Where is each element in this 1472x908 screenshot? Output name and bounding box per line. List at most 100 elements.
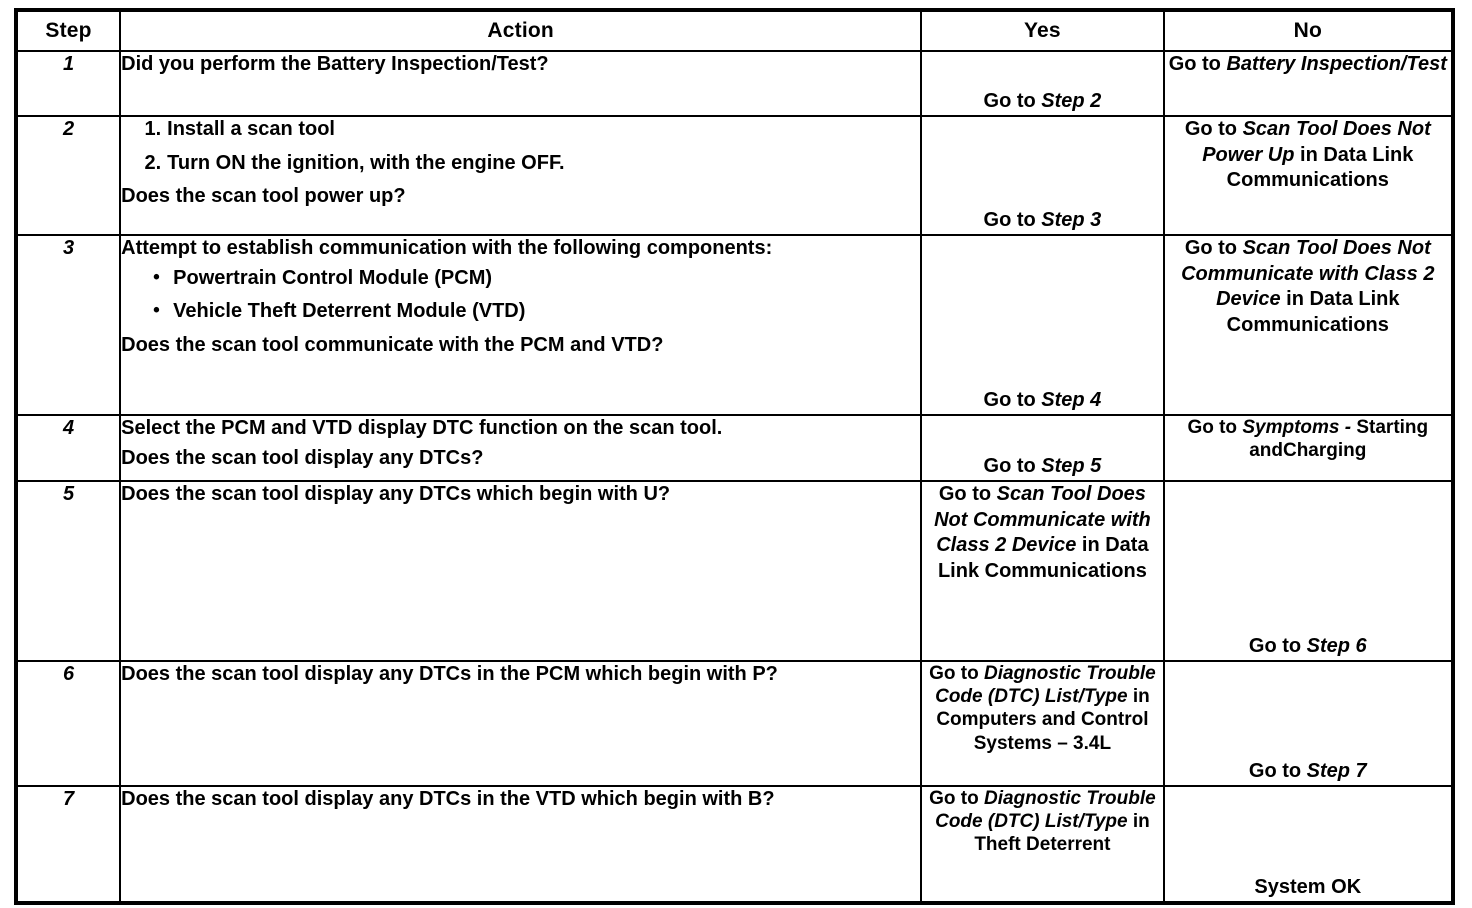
- answer-suffix: in Theft Deterrent: [974, 811, 1150, 856]
- column-header-yes: Yes: [920, 9, 1165, 52]
- action-question-text: Does the scan tool display any DTCs?: [121, 446, 484, 469]
- step-number: 7: [63, 788, 75, 810]
- action-lead-text: Attempt to establish communication with …: [121, 237, 773, 259]
- action-cell: Does the scan tool display any DTCs whic…: [119, 480, 923, 662]
- step-number: 5: [63, 483, 75, 505]
- diagnostic-procedure-table: Step Action Yes No 1 Did you perform the …: [14, 8, 1455, 905]
- step-number-cell: 1: [14, 50, 122, 117]
- yes-answer-text: Go to Step 2: [922, 89, 1162, 115]
- no-answer-text: Go to Step 7: [1165, 759, 1451, 785]
- table-row: 4 Select the PCM and VTD display DTC func…: [14, 414, 1455, 482]
- action-list-item: Install a scan tool: [139, 117, 335, 142]
- column-header-step: Step: [14, 9, 122, 52]
- answer-reference: Scan Tool Does Not Power Up: [1202, 118, 1431, 166]
- action-lead-text: Does the scan tool display any DTCs in t…: [121, 788, 775, 810]
- no-answer-cell: Go to Scan Tool Does Not Communicate wit…: [1162, 234, 1455, 416]
- answer-reference: Step 6: [1306, 635, 1367, 658]
- answer-suffix: System OK: [1254, 876, 1362, 899]
- answer-reference: Diagnostic Trouble Code (DTC) List/Type: [935, 788, 1156, 833]
- step-number-cell: 5: [14, 480, 122, 662]
- table-row: 5 Does the scan tool display any DTCs whi…: [14, 480, 1455, 662]
- no-answer-text: Go to Step 6: [1165, 634, 1451, 660]
- no-answer-text: System OK: [1165, 875, 1451, 901]
- answer-reference: Step 3: [1041, 209, 1102, 232]
- table-row: 7 Does the scan tool display any DTCs in …: [14, 785, 1455, 904]
- answer-reference: Step 2: [1041, 90, 1102, 113]
- yes-answer-text: Go to Scan Tool Does Not Communicate wit…: [922, 482, 1162, 584]
- action-list-item: Turn ON the ignition, with the engine OF…: [139, 151, 565, 176]
- answer-prefix: Go to: [983, 455, 1042, 478]
- no-answer-cell: Go to Step 7: [1162, 660, 1455, 787]
- step-number-cell: 6: [14, 660, 122, 787]
- step-number-cell: 4: [14, 414, 122, 482]
- action-cell: Attempt to establish communication with …: [119, 234, 923, 416]
- answer-prefix: Go to: [938, 483, 997, 505]
- no-answer-text: Go to Scan Tool Does Not Communicate wit…: [1165, 236, 1451, 338]
- yes-answer-cell: Go to Scan Tool Does Not Communicate wit…: [920, 480, 1165, 662]
- yes-answer-text: Go to Step 5: [922, 454, 1162, 480]
- answer-reference: Step 7: [1306, 760, 1367, 783]
- column-header-no: No: [1162, 9, 1455, 52]
- answer-reference: Scan Tool Does Not Communicate with Clas…: [934, 483, 1151, 557]
- answer-suffix: in Data Link Communications: [937, 534, 1149, 582]
- step-number: 2: [63, 118, 75, 140]
- step-number-cell: 3: [14, 234, 122, 416]
- answer-prefix: Go to: [929, 663, 984, 684]
- action-cell: Does the scan tool display any DTCs in t…: [119, 660, 923, 787]
- answer-prefix: Go to: [983, 90, 1042, 113]
- action-lead-text: Did you perform the Battery Inspection/T…: [121, 53, 549, 75]
- answer-prefix: Go to: [1184, 118, 1243, 140]
- action-lead-text: Does the scan tool display any DTCs in t…: [121, 663, 778, 685]
- action-question-text: Does the scan tool power up?: [121, 185, 406, 208]
- table-body: 1 Did you perform the Battery Inspection/…: [14, 50, 1455, 904]
- step-number-cell: 7: [14, 785, 122, 904]
- answer-suffix: in Data Link Communications: [1226, 143, 1414, 192]
- action-question-text: Does the scan tool communicate with the …: [121, 333, 664, 356]
- no-answer-cell: Go to Step 6: [1162, 480, 1455, 662]
- action-bullet-list: Powertrain Control Module (PCM) Vehicle T…: [121, 266, 920, 325]
- answer-prefix: Go to: [1187, 417, 1243, 438]
- yes-answer-cell: Go to Step 4: [920, 234, 1165, 416]
- action-cell: Select the PCM and VTD display DTC funct…: [119, 414, 923, 482]
- step-number-cell: 2: [14, 115, 122, 236]
- answer-reference: Step 5: [1041, 455, 1102, 478]
- action-lead-text: Select the PCM and VTD display DTC funct…: [121, 417, 723, 439]
- action-cell: Does the scan tool display any DTCs in t…: [119, 785, 923, 904]
- yes-answer-cell: Go to Diagnostic Trouble Code (DTC) List…: [920, 785, 1165, 904]
- yes-answer-cell: Go to Step 2: [920, 50, 1165, 117]
- answer-prefix: Go to: [1184, 237, 1243, 259]
- answer-reference: Symptoms -: [1242, 417, 1352, 438]
- answer-prefix: Go to: [1168, 53, 1227, 75]
- action-list-item: Vehicle Theft Deterrent Module (VTD): [153, 299, 920, 325]
- no-answer-cell: System OK: [1162, 785, 1455, 904]
- answer-prefix: Go to: [983, 209, 1042, 232]
- answer-prefix: Go to: [929, 788, 984, 809]
- answer-reference: Diagnostic Trouble Code (DTC) List/Type: [935, 663, 1156, 708]
- no-answer-cell: Go to Battery Inspection/Test: [1162, 50, 1455, 117]
- table-row: 3 Attempt to establish communication with…: [14, 234, 1455, 416]
- step-number: 3: [63, 237, 75, 259]
- yes-answer-text: Go to Step 4: [922, 388, 1162, 414]
- yes-answer-cell: Go to Step 5: [920, 414, 1165, 482]
- step-number: 1: [63, 53, 75, 75]
- answer-suffix: Starting andCharging: [1249, 417, 1429, 462]
- no-answer-cell: Go to Symptoms - Starting andCharging: [1162, 414, 1455, 482]
- answer-suffix: in Computers and Control Systems – 3.4L: [936, 686, 1150, 754]
- no-answer-text: Go to Symptoms - Starting andCharging: [1165, 416, 1451, 462]
- step-number: 4: [63, 417, 75, 439]
- action-list-item: Powertrain Control Module (PCM): [153, 266, 920, 292]
- table-header-row: Step Action Yes No: [14, 9, 1455, 52]
- no-answer-text: Go to Scan Tool Does Not Power Up in Dat…: [1165, 117, 1451, 194]
- yes-answer-text: Go to Diagnostic Trouble Code (DTC) List…: [922, 662, 1162, 755]
- yes-answer-cell: Go to Step 3: [920, 115, 1165, 236]
- answer-prefix: Go to: [1248, 760, 1307, 783]
- yes-answer-cell: Go to Diagnostic Trouble Code (DTC) List…: [920, 660, 1165, 787]
- yes-answer-text: Go to Step 3: [922, 208, 1162, 234]
- column-header-action: Action: [119, 9, 923, 52]
- answer-reference: Battery Inspection/Test: [1226, 53, 1447, 75]
